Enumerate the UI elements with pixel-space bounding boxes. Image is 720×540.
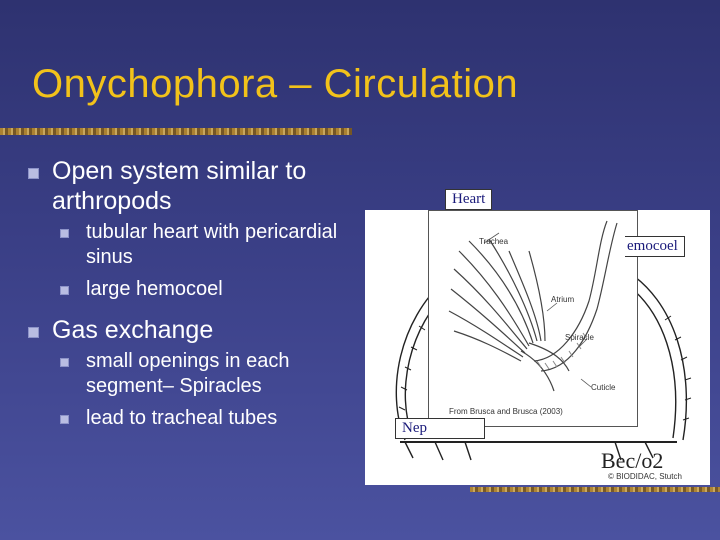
bullet-square-icon <box>28 168 39 179</box>
bullet-list: Open system similar to arthropods tubula… <box>28 156 358 438</box>
slide-title: Onychophora – Circulation <box>32 62 519 106</box>
bullet-square-icon <box>60 286 69 295</box>
bullet-square-icon <box>60 229 69 238</box>
bullet-item: Open system similar to arthropods <box>28 156 358 216</box>
sub-bullet-text: large hemocoel <box>86 278 223 300</box>
title-divider <box>0 128 352 135</box>
inset-credit: From Brusca and Brusca (2003) <box>449 407 563 416</box>
nephridium-label: Nep <box>395 418 485 439</box>
bullet-item: Gas exchange <box>28 315 358 345</box>
sub-bullet-item: large hemocoel <box>28 277 358 302</box>
spiracle-label: Spiracle <box>565 333 594 342</box>
sub-bullet-text: small openings in each segment– Spiracle… <box>86 350 290 397</box>
bullet-square-icon <box>28 327 39 338</box>
bullet-square-icon <box>60 415 69 424</box>
trachea-label: Trachea <box>479 237 509 246</box>
sub-bullet-item: lead to tracheal tubes <box>28 406 358 431</box>
artist-signature: Bec/o2 <box>601 448 664 473</box>
bullet-text: Gas exchange <box>52 316 214 344</box>
bottom-divider <box>470 487 720 492</box>
trachea-drawing <box>448 220 618 392</box>
copyright-credit: © BIODIDAC, Stutch <box>608 472 682 481</box>
atrium-label: Atrium <box>551 295 575 304</box>
hemocoel-label: emocoel <box>625 236 685 257</box>
sub-bullet-text: lead to tracheal tubes <box>86 407 278 429</box>
bullet-text: Open system similar to arthropods <box>52 157 307 215</box>
heart-label: Heart <box>445 189 493 210</box>
sub-bullet-text: tubular heart with pericardial sinus <box>86 221 338 268</box>
bullet-square-icon <box>60 358 69 367</box>
cuticle-label: Cuticle <box>591 383 616 392</box>
trachea-inset: Trachea Atrium Spiracle Cuticle From Bru… <box>428 210 638 427</box>
sub-bullet-item: small openings in each segment– Spiracle… <box>28 349 358 399</box>
sub-bullet-item: tubular heart with pericardial sinus <box>28 220 358 270</box>
